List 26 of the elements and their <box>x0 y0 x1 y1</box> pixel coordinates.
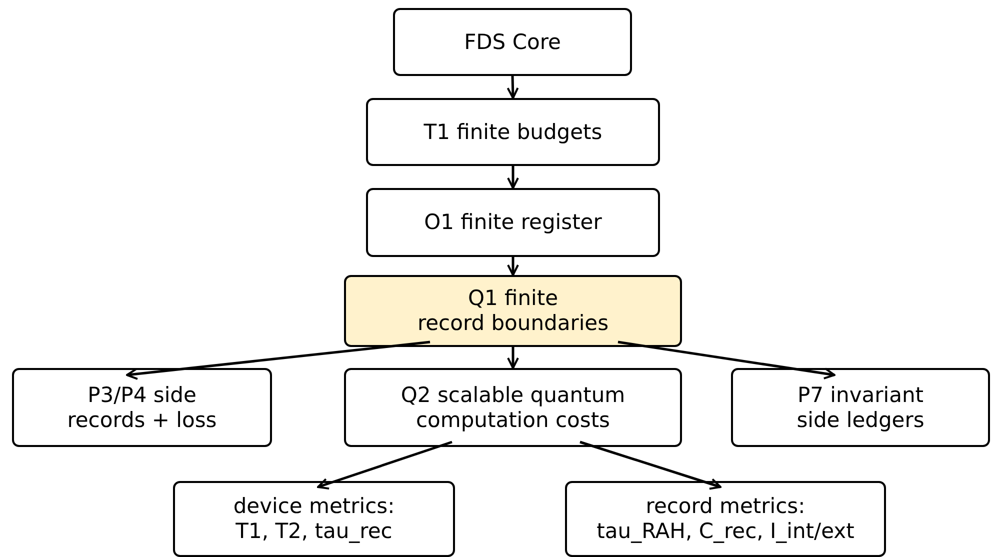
arrow <box>618 340 836 380</box>
arrow <box>317 440 452 490</box>
process-box <box>12 368 272 447</box>
box-label: P7 invariant side ledgers <box>796 382 926 432</box>
box-label: FDS Core <box>464 30 561 54</box>
process-box <box>344 368 682 447</box>
process-box <box>366 98 660 166</box>
box-label: O1 finite register <box>424 210 602 235</box>
process-box <box>731 368 990 447</box>
arrow <box>507 347 519 369</box>
arrow <box>507 257 519 276</box>
box-label: record metrics: tau_RAH, C_rec, I_int/ext <box>596 494 856 544</box>
process-box <box>366 188 660 257</box>
process-box <box>344 275 682 347</box>
arrow <box>507 166 519 189</box>
box-label: P3/P4 side records + loss <box>66 382 218 432</box>
box-label: Q1 finite record boundaries <box>416 286 610 336</box>
box-label: T1 finite budgets <box>424 120 602 144</box>
arrow <box>506 76 519 99</box>
arrow <box>126 340 430 380</box>
box-label: device metrics: T1, T2, tau_rec <box>232 494 396 544</box>
box-label: Q2 scalable quantum computation costs <box>400 382 626 432</box>
arrow <box>580 440 722 490</box>
process-box <box>173 481 455 557</box>
process-box <box>565 481 886 557</box>
process-box <box>393 8 632 76</box>
